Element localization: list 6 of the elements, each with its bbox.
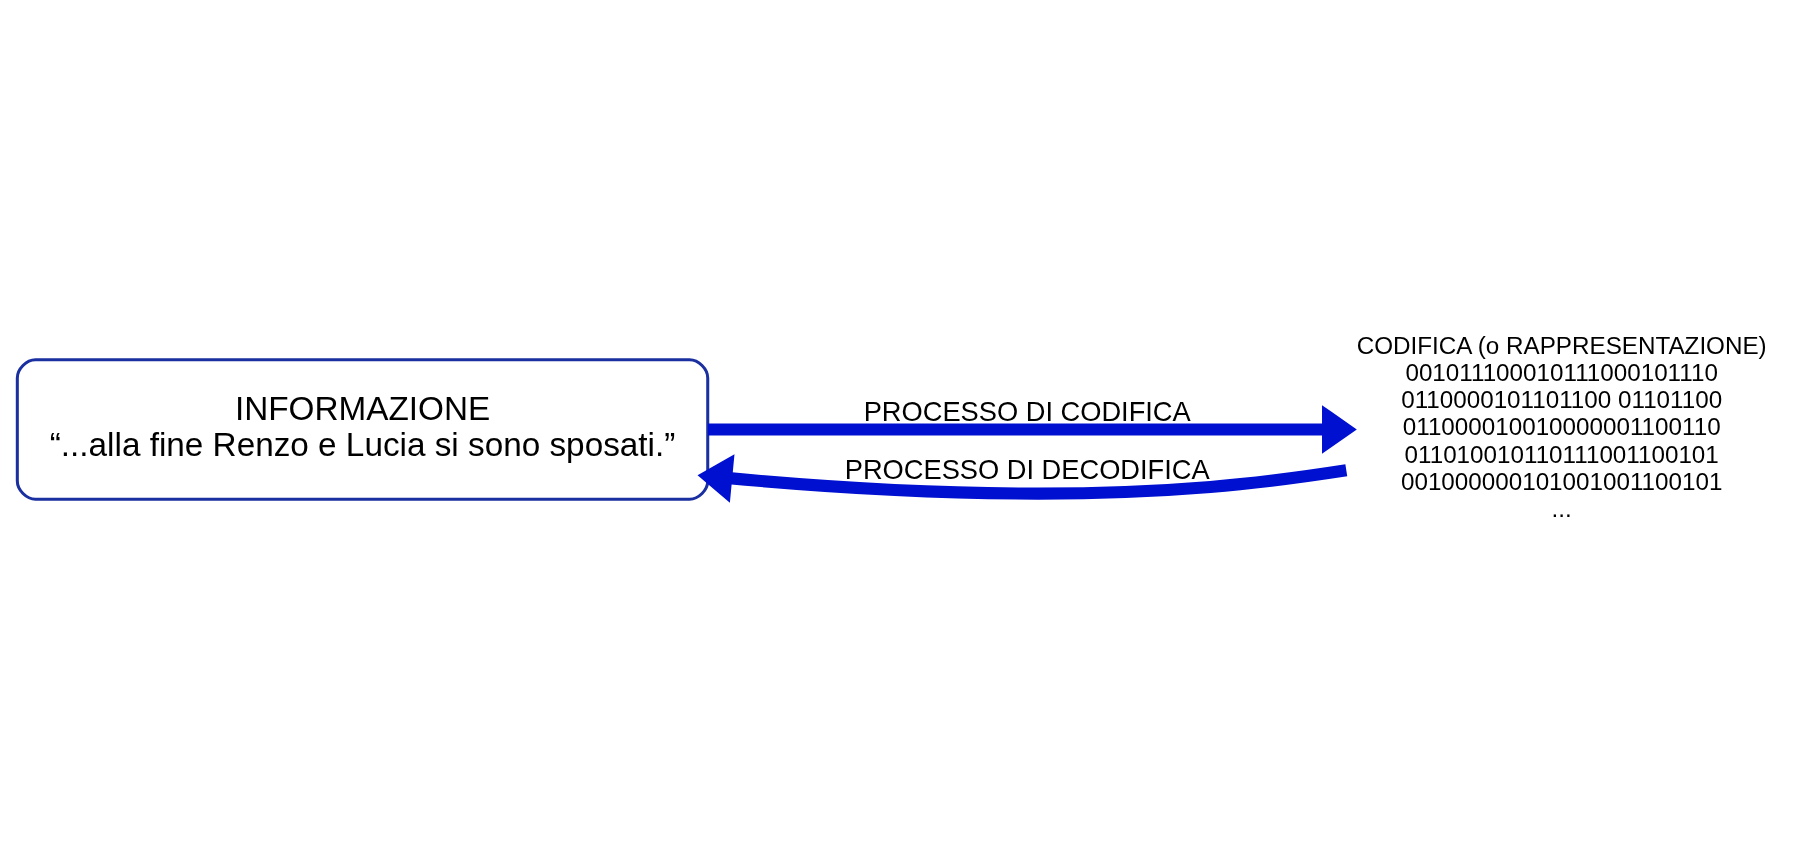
node-text: CODIFICA (o RAPPRESENTAZIONE) 001011100010111000101110 0110000101101100 01101100 011000010010000001100110 011010010110111001100101 001000000101001001100101 ... [1356,331,1767,523]
arrow [708,405,1357,454]
node-box: INFORMAZIONE “...alla fine Renzo e Lucia si sono sposati.” [15,358,710,501]
edge-label: PROCESSO DI CODIFICA [863,396,1191,428]
edge-label: PROCESSO DI DECODIFICA [844,453,1210,485]
arrow [697,454,1348,503]
